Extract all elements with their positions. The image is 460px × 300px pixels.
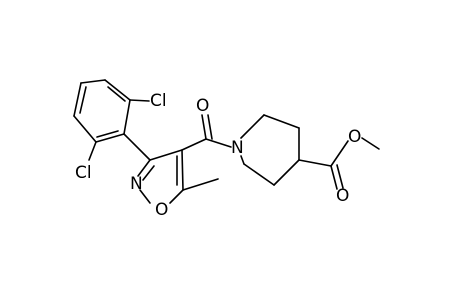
bond-phenyl-inner-1	[107, 86, 126, 102]
bond-phenyl-3	[95, 133, 125, 143]
bond-methyl	[182, 178, 219, 191]
bond-isoxazole-c4-c5	[181, 149, 184, 191]
atom-labels: Cl Cl O N O N O O	[75, 91, 361, 220]
bond-isoxazole-c5-o	[169, 189, 184, 204]
bond-carbonyl-n	[205, 138, 232, 148]
bond-isoxazole-n-c3	[137, 159, 151, 177]
bond-phenyl-2	[123, 99, 131, 135]
bond-phenyl-5	[73, 82, 82, 117]
bond-carbonyl-o-2	[207, 114, 213, 140]
bond-piperidine-2	[263, 114, 300, 129]
atom-piperidine-n: N	[231, 138, 244, 158]
bond-piperidine-1	[240, 114, 265, 139]
bond-isoxazole-n-c3-double	[142, 165, 155, 181]
bond-piperidine-4	[273, 159, 300, 186]
bond-phenyl-inner-3	[79, 86, 87, 114]
bond-phenyl-4	[73, 115, 97, 143]
bond-phenyl-1	[104, 79, 131, 101]
bond-piperidine-6	[240, 155, 245, 165]
atom-isoxazole-n: N	[130, 174, 143, 194]
bond-ester-c-o-double-2	[336, 164, 344, 189]
bond-c-cl-left	[88, 141, 97, 161]
bond-phenyl-isoxazole	[123, 133, 151, 161]
bond-isoxazole-carbonyl	[181, 138, 207, 151]
bond-isoxazole-o-n	[139, 189, 151, 204]
bond-piperidine-5	[243, 163, 275, 186]
bond-carbonyl-o-1	[201, 114, 207, 140]
bond-isoxazole-c3-c4	[149, 149, 183, 161]
atom-carbonyl-o: O	[196, 96, 209, 116]
bond-ester-c-o-single	[330, 140, 349, 167]
bond-lines	[73, 79, 380, 204]
atom-cl-left: Cl	[75, 163, 92, 183]
bond-c-cl-top	[129, 99, 150, 102]
bond-ring-ester-c	[298, 159, 332, 167]
atom-ester-o-double: O	[336, 186, 349, 206]
bond-phenyl-6	[80, 79, 106, 84]
atom-ester-o-single: O	[348, 127, 361, 147]
atom-cl-top: Cl	[150, 91, 167, 111]
bond-ester-o-methyl	[361, 137, 380, 150]
bond-ester-c-o-double-1	[330, 165, 338, 190]
atom-isoxazole-o: O	[155, 200, 168, 220]
bond-phenyl-inner-2	[96, 130, 119, 138]
